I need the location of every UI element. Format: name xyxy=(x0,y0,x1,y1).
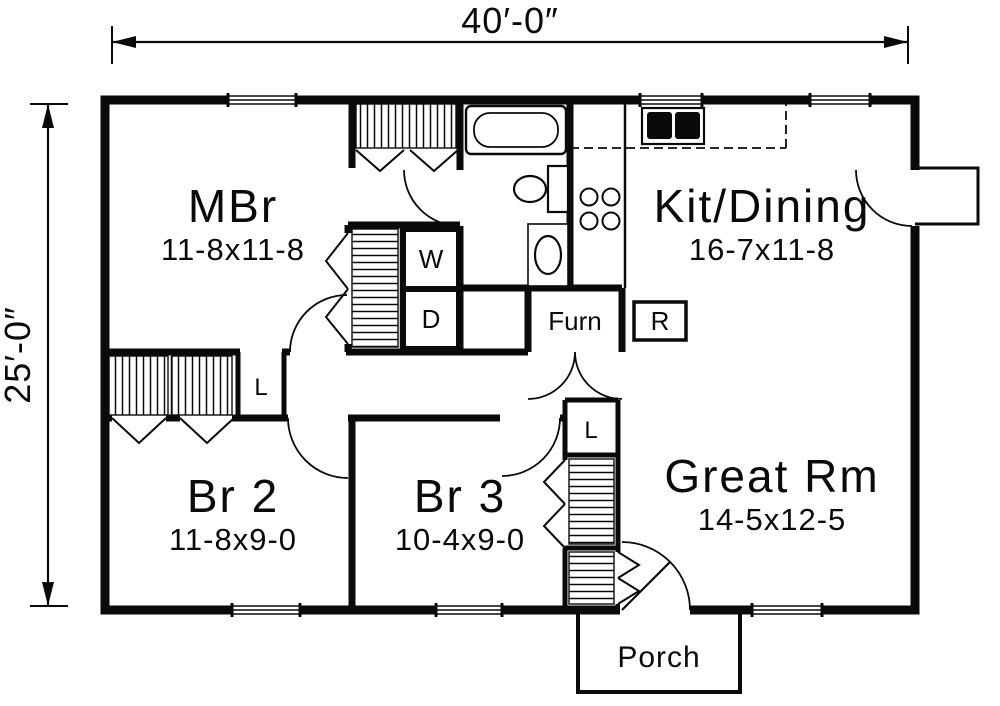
dimension-width-label: 40′-0″ xyxy=(461,0,559,41)
room-label-kit-dining: Kit/Dining xyxy=(654,180,871,232)
front-door-leaf xyxy=(621,561,671,611)
dimension-height-label: 25′-0″ xyxy=(0,306,38,404)
dimension-left: 25′-0″ xyxy=(0,103,68,607)
dryer-label: D xyxy=(422,304,441,334)
washer-label: W xyxy=(419,244,444,274)
room-size-great-room: 14-5x12-5 xyxy=(698,502,847,537)
toilet-bowl xyxy=(512,174,548,204)
br3-closet-shelving xyxy=(568,458,615,545)
room-label-mbr: MBr xyxy=(188,180,278,232)
room-label-br2: Br 2 xyxy=(187,470,279,522)
room-size-mbr: 11-8x11-8 xyxy=(161,232,305,267)
room-size-br3: 10-4x9-0 xyxy=(395,522,525,557)
dimension-top: 40′-0″ xyxy=(111,0,909,64)
arrowhead-down-icon xyxy=(42,582,54,606)
mbr-closet-shelving xyxy=(351,228,399,348)
refrigerator-label: R xyxy=(651,306,670,336)
laundry-fixtures xyxy=(402,228,460,350)
window-mbr xyxy=(226,93,298,107)
kitchen-sink-bowl-right xyxy=(675,112,700,139)
room-label-br3: Br 3 xyxy=(414,470,506,522)
arrowhead-up-icon xyxy=(42,104,54,128)
front-door-opening xyxy=(620,603,690,617)
room-label-great-room: Great Rm xyxy=(664,450,879,502)
linen-closet-label-br3: L xyxy=(584,417,597,444)
kitchen-sink-bowl-left xyxy=(647,112,672,139)
back-door-opening xyxy=(908,170,922,226)
closets xyxy=(108,103,615,605)
refrigerator xyxy=(632,300,688,342)
window-great-room xyxy=(750,603,824,617)
br2-closet-shelving-left xyxy=(108,355,169,416)
arrowhead-left-icon xyxy=(112,36,136,48)
hall-closet-shelving xyxy=(355,103,457,149)
porch-outline xyxy=(576,614,742,694)
kitchen-fixtures xyxy=(570,104,787,342)
bathroom-fixtures xyxy=(464,104,570,287)
room-size-br2: 11-8x9-0 xyxy=(169,522,297,557)
bathtub-basin xyxy=(473,112,559,148)
arrowhead-right-icon xyxy=(884,36,908,48)
closet-walls xyxy=(235,352,621,610)
room-label-porch: Porch xyxy=(617,641,700,674)
toilet-tank xyxy=(546,164,570,214)
upper-cabinets-dashed xyxy=(570,104,787,149)
br2-closet-shelving-right xyxy=(171,355,233,416)
door-swing-arcs xyxy=(287,169,913,611)
linen-closet-label-hall: L xyxy=(254,374,267,401)
dryer xyxy=(402,288,460,350)
bathroom-sink xyxy=(533,234,563,276)
range-burners xyxy=(579,187,621,231)
window-br3 xyxy=(434,603,504,617)
great-room-closet-shelving xyxy=(568,551,615,605)
room-size-kit-dining: 16-7x11-8 xyxy=(689,232,835,267)
window-br2 xyxy=(230,603,302,617)
rear-landing-outline xyxy=(915,166,980,226)
bifold-doors xyxy=(111,149,641,605)
window-dining xyxy=(808,93,872,107)
furnace-label: Furn xyxy=(548,306,601,336)
window-kitchen-sink xyxy=(638,93,704,107)
windows xyxy=(226,93,872,617)
